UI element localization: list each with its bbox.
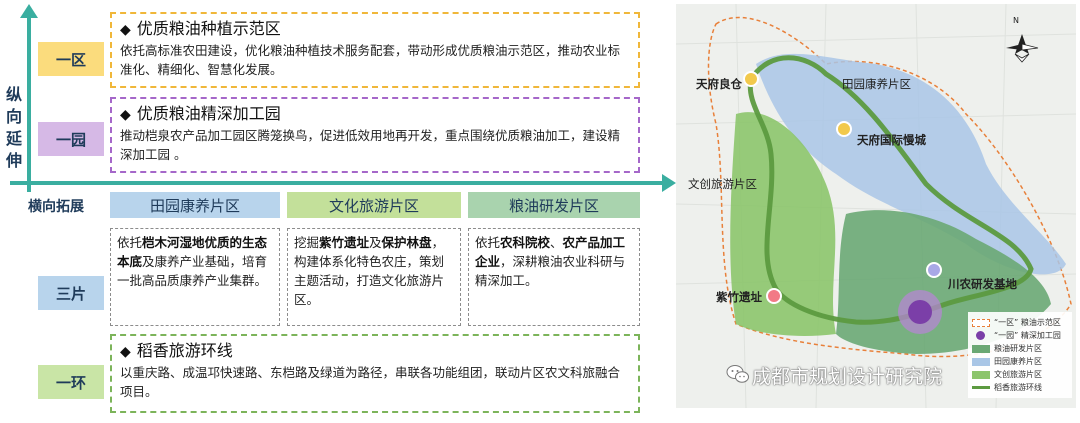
- zone-text: ，构建体系化特色农庄，策划主题活动，打造文化旅游片区。: [294, 235, 445, 307]
- zone-text-bold: 桤木河湿地优质的生态本底: [117, 235, 268, 269]
- horizontal-axis: [10, 181, 665, 185]
- zone-body-liangyou: 依托农科院校、农产品加工企业，深耕粮油农业科研与精深加工。: [468, 228, 640, 326]
- section-yiqu-title: ◆ 优质粮油种植示范区: [120, 18, 630, 41]
- zone-text-bold: 农科院校: [500, 235, 551, 250]
- map-legend: “一区” 粮油示范区 “一园” 精深加工园 粮油研发片区 田园康养片区 文创旅游…: [968, 312, 1072, 398]
- vertical-axis: [27, 14, 31, 192]
- compass-north-label: N: [1013, 16, 1019, 25]
- planning-map: N 天府良仓 田园康养片区 天府国际慢城 文创旅游片区 川农研发基地 紫竹遗址 …: [676, 4, 1076, 408]
- legend-swatch: [972, 357, 990, 366]
- point-chuannong: [926, 262, 942, 278]
- section-yiqu-body: 依托高标准农田建设，优化粮油种植技术服务配套，带动形成优质粮油示范区，推动农业标…: [120, 43, 621, 77]
- map-label-zizhu: 紫竹遗址: [716, 290, 762, 304]
- vertical-axis-arrow-icon: [20, 4, 38, 18]
- tag-yihuan: 一环: [38, 365, 104, 399]
- legend-text: 粮油研发片区: [994, 344, 1042, 353]
- section-yiqu-title-text: 优质粮油种植示范区: [136, 19, 281, 38]
- diamond-icon: ◆: [120, 344, 131, 360]
- legend-swatch: [972, 318, 990, 327]
- watermark-text: 成都市规划设计研究院: [752, 366, 943, 388]
- zone-text: 依托: [117, 235, 143, 250]
- section-yiyuan-title: ◆ 优质粮油精深加工园: [120, 103, 630, 126]
- zone-header-tianyuan: 田园康养片区: [110, 192, 280, 218]
- legend-item: “一园” 精深加工园: [972, 329, 1068, 342]
- zone-body-wenhua: 挖掘紫竹遗址及保护林盘，构建体系化特色农庄，策划主题活动，打造文化旅游片区。: [287, 228, 461, 326]
- yiqu-boundary: [707, 16, 1072, 358]
- map-label-tianfu-liangcang: 天府良仓: [696, 77, 742, 91]
- vertical-axis-label: 纵向延伸: [5, 85, 22, 170]
- tag-sanpian: 三片: [38, 276, 104, 310]
- section-yihuan-title: ◆ 稻香旅游环线: [120, 340, 630, 363]
- legend-text: 稻香旅游环线: [994, 383, 1042, 392]
- legend-item: “一区” 粮油示范区: [972, 316, 1068, 329]
- legend-text: 田园康养片区: [994, 357, 1042, 366]
- zone-body-tianyuan: 依托桤木河湿地优质的生态本底及康养产业基础，培育一批高品质康养产业集群。: [110, 228, 280, 326]
- legend-swatch: [972, 370, 990, 379]
- section-yiyuan: ◆ 优质粮油精深加工园 推动桤泉农产品加工园区腾笼换鸟，促进低效用地再开发，重点围…: [110, 97, 640, 173]
- section-yihuan: ◆ 稻香旅游环线 以重庆路、成温邛快速路、东桤路及绿道为路径，串联各功能组团，联动…: [110, 334, 640, 413]
- tag-yiqu: 一区: [38, 42, 104, 76]
- legend-swatch: [976, 331, 985, 340]
- point-zizhu: [766, 288, 782, 304]
- legend-swatch: [972, 386, 990, 389]
- legend-text: 文创旅游片区: [994, 370, 1042, 379]
- section-yiqu: ◆ 优质粮油种植示范区 依托高标准农田建设，优化粮油种植技术服务配套，带动形成优质…: [110, 12, 640, 88]
- legend-item: 稻香旅游环线: [972, 381, 1068, 394]
- section-yiyuan-title-text: 优质粮油精深加工园: [136, 104, 281, 123]
- zone-text: 及: [369, 235, 382, 250]
- zone-text: ，深耕粮油农业科研与精深加工。: [475, 254, 626, 288]
- zone-text-bold: 紫竹遗址: [319, 235, 370, 250]
- compass-icon: [1006, 34, 1039, 63]
- horizontal-axis-arrow-icon: [662, 174, 676, 192]
- map-label-tianfu-guoji: 天府国际慢城: [857, 133, 926, 147]
- loop-route: [747, 55, 1034, 325]
- diamond-icon: ◆: [120, 107, 131, 123]
- zone-text: 及康养产业基础，培育一批高品质康养产业集群。: [117, 254, 268, 288]
- legend-swatch: [972, 344, 990, 353]
- zone-header-liangyou: 粮油研发片区: [468, 192, 640, 218]
- zone-text: 依托: [475, 235, 501, 250]
- point-tianfu-liangcang: [743, 71, 759, 87]
- zone-text: 、: [550, 235, 563, 250]
- legend-item: 粮油研发片区: [972, 342, 1068, 355]
- section-yihuan-title-text: 稻香旅游环线: [136, 341, 233, 360]
- legend-item: 文创旅游片区: [972, 368, 1068, 381]
- diamond-icon: ◆: [120, 22, 131, 38]
- map-label-chuannong: 川农研发基地: [948, 277, 1017, 291]
- wechat-icon: [726, 365, 749, 383]
- section-yihuan-body: 以重庆路、成温邛快速路、东桤路及绿道为路径，串联各功能组团，联动片区农文科旅融合…: [120, 365, 621, 399]
- zone-text: 挖掘: [294, 235, 320, 250]
- zone-text-bold: 农产品加工企业: [475, 235, 626, 269]
- legend-item: 田园康养片区: [972, 355, 1068, 368]
- legend-text: “一园” 精深加工园: [994, 331, 1061, 340]
- zone-text-bold: 保护林盘: [381, 235, 432, 250]
- tag-yiyuan: 一园: [38, 122, 104, 156]
- wenchuang-zone-shape: [730, 112, 836, 336]
- zone-header-wenhua: 文化旅游片区: [287, 192, 461, 218]
- horizontal-axis-label: 横向拓展: [28, 199, 84, 215]
- point-tianfu-guoji: [836, 121, 852, 137]
- section-yiyuan-body: 推动桤泉农产品加工园区腾笼换鸟，促进低效用地再开发，重点围绕优质粮油加工，建设精…: [120, 128, 621, 162]
- map-label-tianyuan: 田园康养片区: [842, 77, 911, 91]
- map-label-wenchuang: 文创旅游片区: [688, 177, 757, 191]
- legend-text: “一区” 粮油示范区: [994, 318, 1061, 327]
- jiagongyuan-center: [908, 300, 932, 324]
